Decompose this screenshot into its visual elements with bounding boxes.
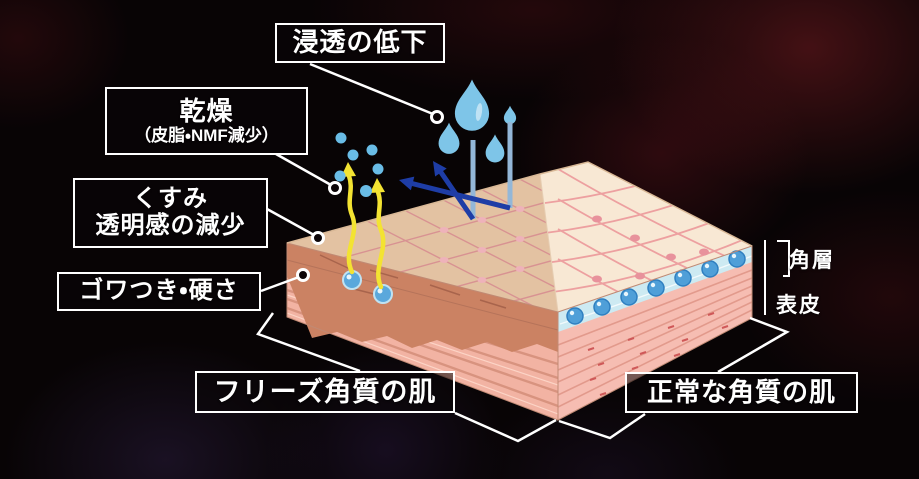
epidermis-label: 表皮 — [776, 294, 822, 317]
layer-brackets — [764, 240, 790, 315]
callout-dullness-line2: 透明感の減少 — [95, 212, 246, 239]
water-drop-icon — [454, 79, 490, 131]
water-drop-icon — [503, 105, 517, 125]
freeze-skin-label: フリーズ角質の肌 — [213, 376, 437, 407]
leader-dullness — [266, 207, 325, 245]
water-drop-icon-group — [438, 79, 517, 163]
reflect-arrow-icon — [399, 122, 513, 211]
normal-dermis-stripes — [558, 269, 752, 408]
dermis-dashes — [587, 312, 729, 396]
leader-stiffness — [260, 268, 310, 293]
callout-penetration-label: 浸透の低下 — [292, 27, 428, 58]
freeze-skin-front-face — [286, 243, 559, 420]
normal-skin-front-face — [558, 246, 753, 420]
normal-skin-label: 正常な角質の肌 — [646, 376, 836, 407]
water-drop-icon — [485, 134, 505, 163]
stratum-corneum-label: 角層 — [789, 249, 835, 272]
callout-penetration-decline: 浸透の低下 — [275, 23, 445, 63]
callout-stiffness-label: ゴワつき・硬さ — [79, 277, 239, 305]
callout-dryness: 乾燥 （皮脂・NMF減少） — [105, 87, 308, 155]
trapped-moisture-dots — [342, 270, 393, 304]
leader-penetration — [309, 62, 444, 124]
normal-surface-nodes — [592, 215, 709, 283]
skin-block — [286, 161, 753, 421]
leader-normal-right — [717, 316, 790, 374]
leader-freeze-right — [454, 411, 557, 443]
moisture-dot-icon-scatter — [334, 132, 384, 197]
label-normal-keratin-skin: 正常な角質の肌 — [625, 372, 858, 413]
callout-stiffness: ゴワつき・硬さ — [57, 272, 261, 311]
dry-corneum-layer — [287, 243, 558, 352]
water-drop-icon — [438, 122, 460, 154]
callout-dryness-line2: （皮脂・NMF減少） — [134, 126, 279, 146]
callout-dryness-line1: 乾燥 — [179, 95, 234, 126]
stratum-corneum-bracket — [777, 240, 790, 277]
callout-dullness: くすみ 透明感の減少 — [73, 178, 268, 248]
callout-dullness-line1: くすみ — [133, 185, 208, 213]
drop-highlight — [475, 103, 483, 121]
moisture-dot-highlights — [569, 253, 737, 316]
leader-lines — [256, 62, 790, 443]
evaporation-arrow-icon — [370, 178, 386, 290]
dry-surface-nodes — [439, 206, 525, 283]
leader-dryness — [275, 152, 342, 195]
leader-freeze-left — [256, 312, 361, 373]
leader-normal-left — [558, 412, 646, 440]
label-freeze-keratin-skin: フリーズ角質の肌 — [195, 371, 455, 413]
